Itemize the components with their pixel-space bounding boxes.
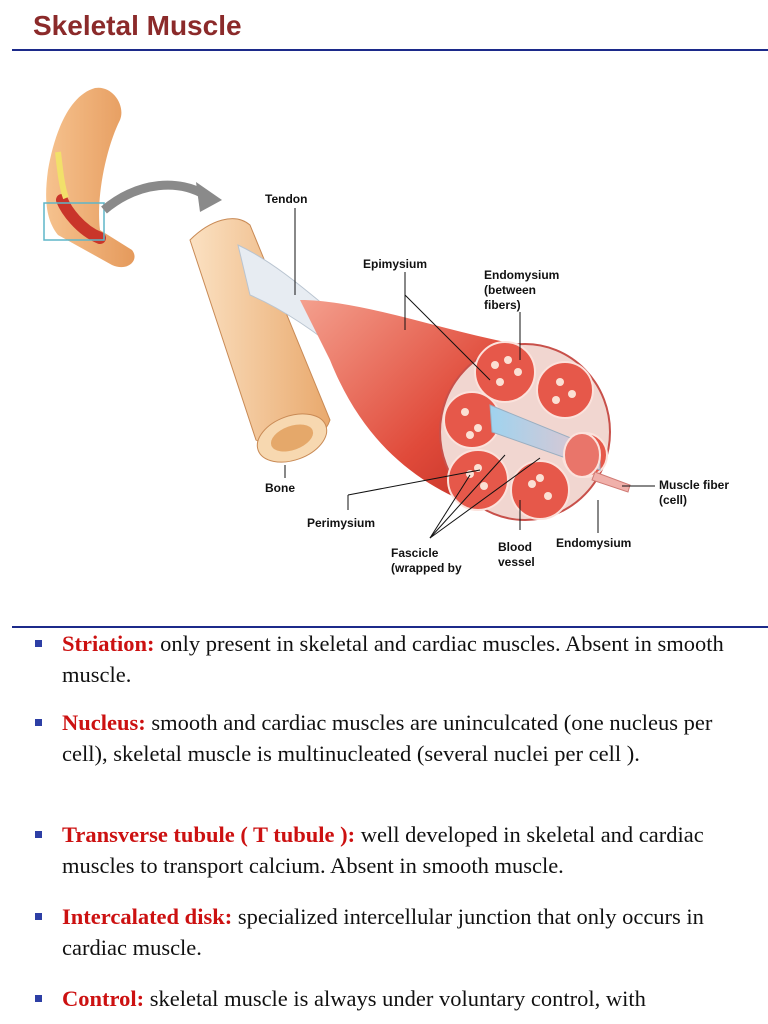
bullet-striation: Striation: only present in skeletal and … [35, 628, 752, 690]
bullet-text: smooth and cardiac muscles are uninculca… [62, 710, 713, 766]
bullet-text: skeletal muscle is always under voluntar… [144, 986, 646, 1011]
skeletal-muscle-diagram: Tendon Epimysium Endomysium (between fib… [0, 60, 768, 600]
bullet-marker [35, 640, 42, 647]
label-perimysium: Perimysium [307, 516, 375, 530]
bullet-marker [35, 995, 42, 1002]
bullet-intercalated-disk: Intercalated disk: specialized intercell… [35, 901, 752, 963]
muscle-fiber-shape [591, 471, 631, 493]
bullet-t-tubule: Transverse tubule ( T tubule ): well dev… [35, 819, 752, 881]
label-muscle-fiber-1: Muscle fiber [659, 478, 729, 492]
label-tendon: Tendon [265, 192, 307, 206]
bullet-term: Transverse tubule ( T tubule ): [62, 822, 356, 847]
label-endomysium-between-1: Endomysium [484, 268, 559, 282]
label-blood-vessel-2: vessel [498, 555, 535, 569]
label-bone: Bone [265, 481, 295, 495]
label-endomysium-between-2: (between [484, 283, 536, 297]
leader-lines [284, 208, 655, 539]
label-fascicle-1: Fascicle [391, 546, 439, 560]
zoom-box [43, 202, 105, 241]
label-muscle-fiber-2: (cell) [659, 493, 687, 507]
bullet-term: Intercalated disk: [62, 904, 233, 929]
page-title: Skeletal Muscle [33, 10, 242, 41]
label-blood-vessel-1: Blood [498, 540, 532, 554]
bullet-marker [35, 831, 42, 838]
bullet-text: only present in skeletal and cardiac mus… [62, 631, 724, 687]
bullet-marker [35, 719, 42, 726]
bullet-text: specialized intercellular junction that … [62, 904, 704, 960]
diagram-canvas: Tendon Epimysium Endomysium (between fib… [43, 87, 729, 575]
bullet-text: well developed in skeletal and cardiac m… [62, 822, 704, 878]
bullet-term: Control: [62, 986, 145, 1011]
section-divider [12, 626, 768, 628]
bone-illustration [189, 218, 331, 463]
bullet-term: Nucleus: [62, 710, 146, 735]
arrow-head [196, 182, 222, 212]
muscle-cross-section [439, 341, 631, 521]
bullet-marker [35, 913, 42, 920]
label-endomysium: Endomysium [556, 536, 631, 550]
bullet-term: Striation: [62, 631, 155, 656]
arm-illustration [43, 87, 135, 268]
title-divider [12, 49, 768, 51]
bullet-nucleus: Nucleus: smooth and cardiac muscles are … [35, 707, 752, 769]
zoom-arrow [101, 180, 208, 214]
label-endomysium-between-3: fibers) [484, 298, 521, 312]
bullet-control: Control: skeletal muscle is always under… [35, 983, 752, 1014]
label-epimysium: Epimysium [363, 257, 427, 271]
label-fascicle-2: (wrapped by [391, 561, 462, 575]
